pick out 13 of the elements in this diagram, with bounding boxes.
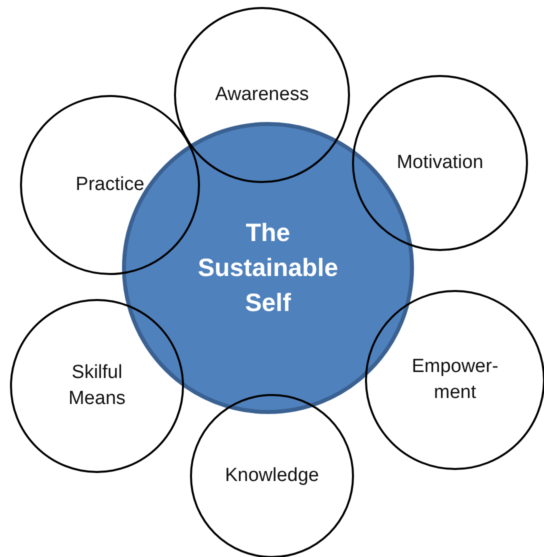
circle-label: Motivation: [396, 151, 484, 176]
outer-circle: [190, 394, 354, 557]
outer-circle: [352, 75, 528, 251]
circle-label: Knowledge: [224, 464, 320, 488]
central-label: The Sustainable Self: [196, 218, 340, 318]
circle-label: Skilful Means: [67, 361, 127, 411]
circle-label: Awareness: [214, 83, 310, 108]
outer-circle: [20, 95, 200, 275]
outer-circle: [365, 290, 544, 470]
outer-circle: [10, 299, 184, 473]
outer-circle: [174, 7, 350, 183]
circle-label: Empower- ment: [410, 355, 500, 405]
circle-label: Practice: [74, 173, 146, 198]
